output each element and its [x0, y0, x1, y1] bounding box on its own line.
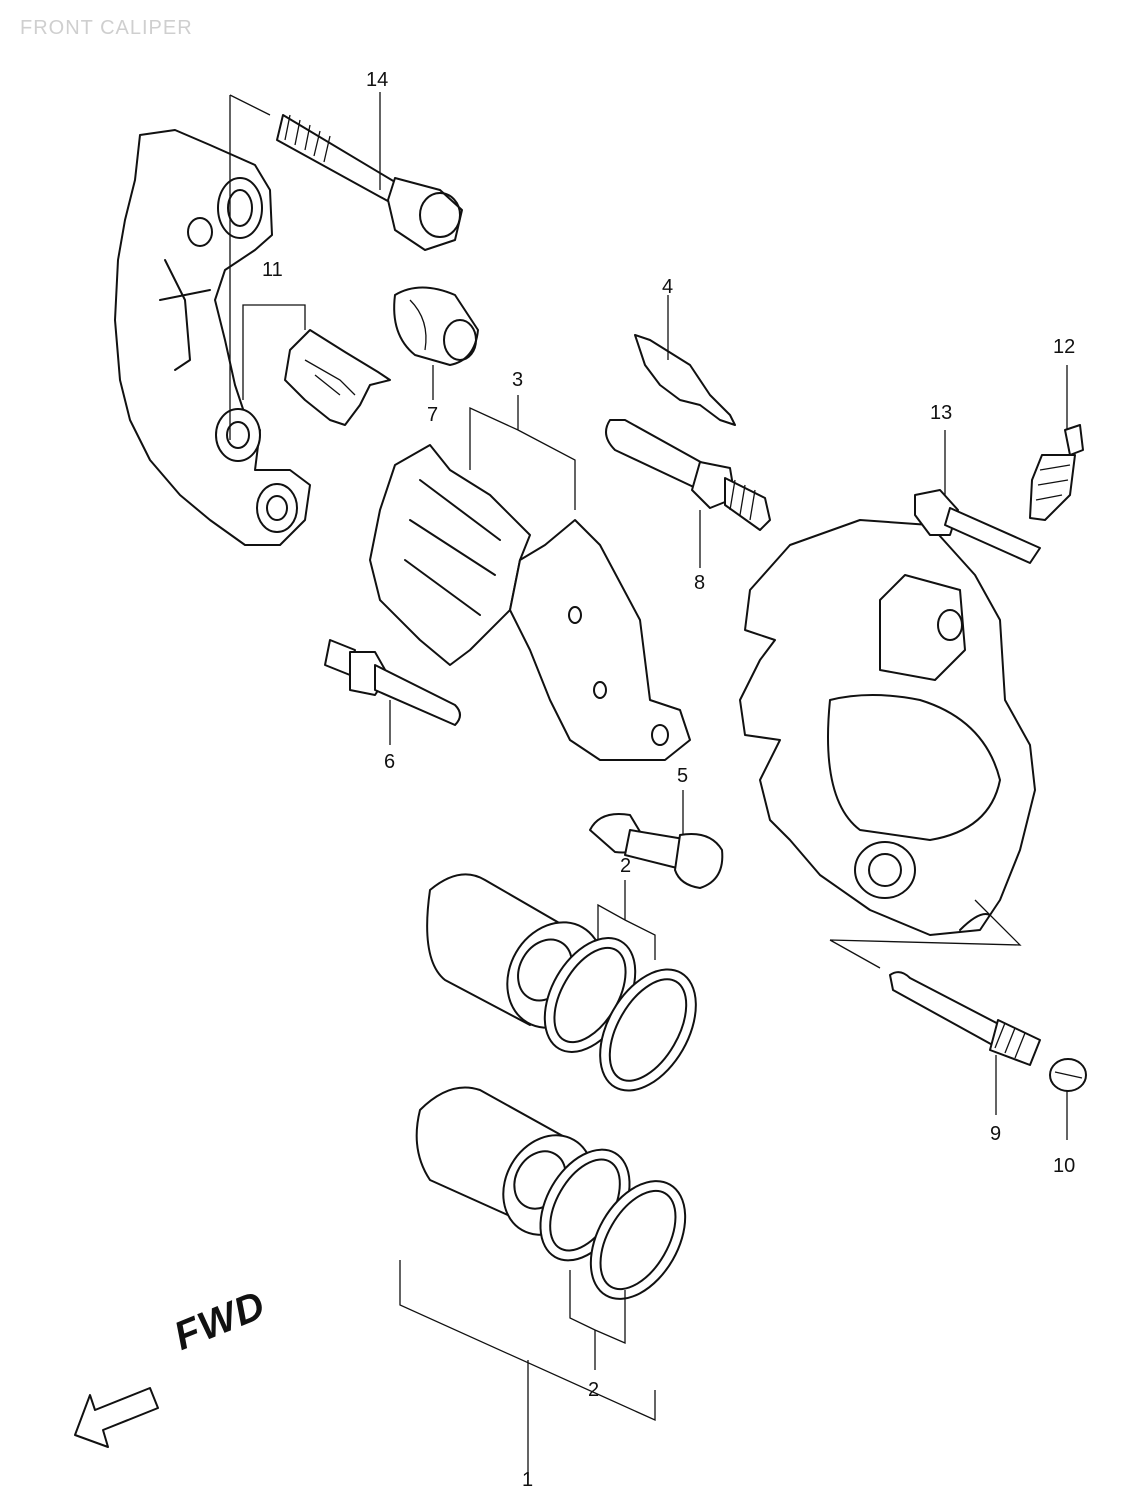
- boot-7: [393, 286, 479, 366]
- caliper-body: [739, 519, 1036, 936]
- bolt-14: [276, 114, 463, 251]
- callout-11: 11: [262, 259, 283, 281]
- pad-shim-4: [634, 334, 736, 426]
- callout-1: 1: [522, 1469, 534, 1491]
- callout-8: 8: [694, 572, 706, 594]
- callout-14: 14: [366, 69, 389, 91]
- caliper-bracket: [114, 129, 311, 546]
- bleeder-12: [1029, 424, 1084, 521]
- callout-10: 10: [1053, 1155, 1076, 1177]
- plug-10: [1049, 1058, 1087, 1092]
- pin-6: [324, 639, 461, 726]
- callout-12: 12: [1053, 336, 1076, 358]
- callout-13: 13: [930, 402, 953, 424]
- pad-spring-11: [284, 329, 391, 426]
- callout-2-lower: 2: [588, 1379, 600, 1401]
- callout-6: 6: [384, 751, 396, 773]
- pin-9: [889, 971, 1041, 1066]
- callout-5: 5: [677, 765, 689, 787]
- diagram-title: FRONT CALIPER: [20, 17, 193, 39]
- callout-3: 3: [512, 369, 524, 391]
- fwd-arrow: [74, 1387, 159, 1448]
- pin-8: [605, 419, 771, 531]
- brake-pads-3: [369, 444, 691, 761]
- cap-13: [914, 489, 1041, 564]
- pin-5: [589, 813, 724, 889]
- seal-rings-upper: [543, 937, 697, 1092]
- callout-7: 7: [427, 404, 439, 426]
- callout-9: 9: [990, 1123, 1002, 1145]
- seal-rings-lower: [539, 1148, 687, 1300]
- callout-4: 4: [662, 276, 674, 298]
- leader-lines: [229, 92, 1068, 1480]
- callout-2-upper: 2: [620, 855, 632, 877]
